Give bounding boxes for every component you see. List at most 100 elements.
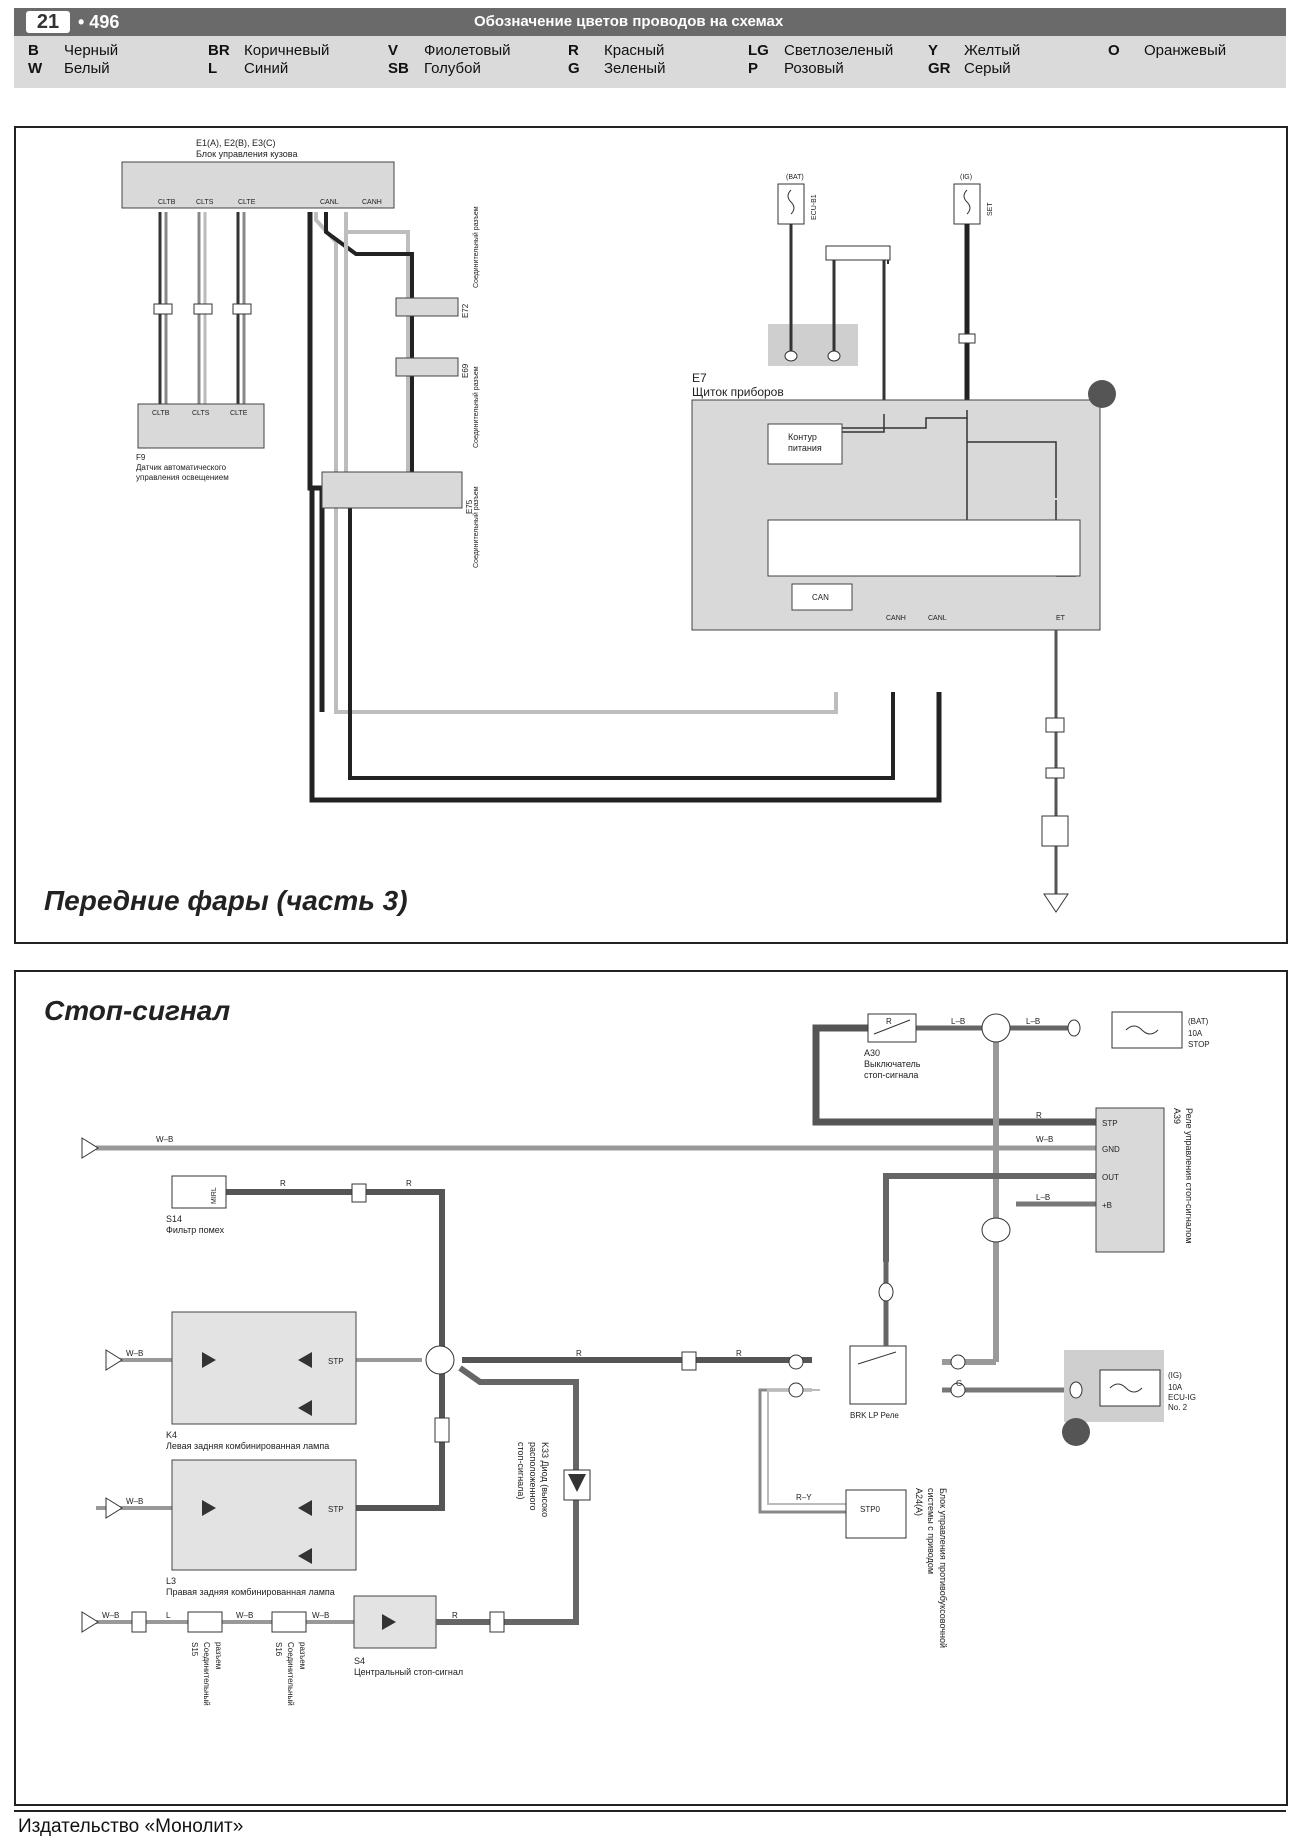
pin-label: STP [328, 1357, 344, 1366]
component-name: BRK LP Реле [850, 1411, 899, 1420]
pin-label: ET [1056, 615, 1066, 622]
panel1-title: Передние фары (часть 3) [44, 885, 408, 916]
ground-icon [81, 1137, 99, 1159]
component-id: K4 [166, 1430, 177, 1440]
pin-label: CLTB [158, 199, 176, 206]
pin-label: CLTS [196, 199, 214, 206]
body-unit-id: E1(A), E2(B), E3(C) [196, 138, 276, 148]
diode-icon [568, 1474, 586, 1492]
fuse-source: (BAT) [1188, 1017, 1209, 1026]
component-name: Правая задняя комбинированная лампа [166, 1587, 335, 1597]
led-icon [202, 1500, 216, 1516]
pin-label: STP [1102, 1119, 1118, 1128]
right-rear-combination-lamp [171, 1459, 357, 1571]
component-id: S15 [190, 1642, 199, 1657]
connector-label: Соединительный [286, 1642, 295, 1706]
component-name: Блок управления противобуксовочной [938, 1488, 948, 1648]
component-id: A39 [1172, 1108, 1182, 1124]
connector-label: Соединительный [202, 1642, 211, 1706]
body-control-unit [121, 161, 395, 209]
footer-divider [14, 1810, 1286, 1812]
pin-label: CLTE [238, 199, 256, 206]
wire-label: L–B [1026, 1017, 1040, 1026]
connector-s15 [187, 1611, 223, 1633]
cluster-cpu-block [767, 519, 1081, 577]
ground-icon [81, 1611, 99, 1633]
pin-label: CANL [320, 199, 339, 206]
left-rear-combination-lamp [171, 1311, 357, 1425]
component-name: расположенного [528, 1442, 538, 1511]
component-name: K33 Диод (высоко [540, 1442, 550, 1517]
wire-label: R [452, 1611, 458, 1620]
page-header: 21 • 496 Обозначение цветов проводов на … [14, 8, 1286, 36]
fuse-source: (IG) [1168, 1371, 1182, 1380]
stop-light-control-relay [1095, 1107, 1165, 1253]
pin-label: GND [1102, 1145, 1120, 1154]
connector-label: разъем [214, 1642, 223, 1669]
power-circuit-label: Контур [788, 432, 817, 442]
pin-label: CLTS [192, 410, 210, 417]
pin-label: CANH [362, 199, 382, 206]
light-sensor [137, 403, 265, 449]
panel2-title: Стоп-сигнал [44, 995, 230, 1026]
connector-label: Соединительный разъем [472, 486, 480, 568]
stop-fuse [1111, 1011, 1183, 1049]
connector-s16 [271, 1611, 307, 1633]
component-name: стоп-сигнала) [516, 1442, 526, 1499]
power-circuit-label: питания [788, 443, 822, 453]
shaded-connector-area [768, 324, 858, 366]
instrument-cluster [691, 399, 1101, 631]
sensor-name: управления освещением [136, 473, 229, 482]
noise-filter [171, 1175, 227, 1209]
wire-label: W–B [102, 1611, 119, 1620]
connector-e75 [321, 471, 463, 509]
component-name: стоп-сигнала [864, 1070, 918, 1080]
fuse-name: ECU-IG [1168, 1393, 1196, 1402]
warning-triangle-icon [1062, 1418, 1090, 1446]
connector-block [825, 245, 891, 261]
pin-label: STP [328, 1505, 344, 1514]
fuse-name: ECU-B1 [811, 194, 818, 220]
wire-label: L–B [1036, 1193, 1050, 1202]
splice-point [981, 1217, 1011, 1243]
body-unit-name: Блок управления кузова [196, 149, 297, 159]
led-icon [382, 1614, 396, 1630]
power-circuit-block [767, 423, 843, 465]
ground-icon [1043, 893, 1069, 913]
component-id: A24(A) [914, 1488, 924, 1516]
headlights-diagram: E1(A), E2(B), E3(C) Блок управления кузо… [44, 138, 1116, 916]
splice-point [425, 1345, 455, 1375]
component-id: A30 [864, 1048, 880, 1058]
connector-id: E72 [461, 303, 470, 318]
diode-icon [298, 1500, 312, 1516]
wire-label: R [886, 1017, 892, 1026]
component-name: Фильтр помех [166, 1225, 225, 1235]
stop-light-panel: Стоп-сигнал A30 Выключатель [14, 970, 1288, 1806]
wire-label: W–B [156, 1135, 173, 1144]
connector-label: Соединительный разъем [472, 206, 480, 288]
header-title: Обозначение цветов проводов на схемах [474, 13, 784, 30]
publisher-footer: Издательство «Монолит» [18, 1816, 244, 1837]
brake-switch [867, 1013, 917, 1043]
wire-label: R [736, 1349, 742, 1358]
pin-label: OUT [1102, 1173, 1119, 1182]
connector-id: E75 [465, 499, 474, 514]
component-id: S14 [166, 1214, 182, 1224]
wire-label: W–B [1036, 1135, 1053, 1144]
connector-e69 [395, 357, 459, 377]
fuse-name: SET [987, 202, 994, 216]
wire-label: R [280, 1179, 286, 1188]
led-icon [202, 1352, 216, 1368]
wire-label: L–B [951, 1017, 965, 1026]
fuse-name: STOP [1188, 1040, 1210, 1049]
